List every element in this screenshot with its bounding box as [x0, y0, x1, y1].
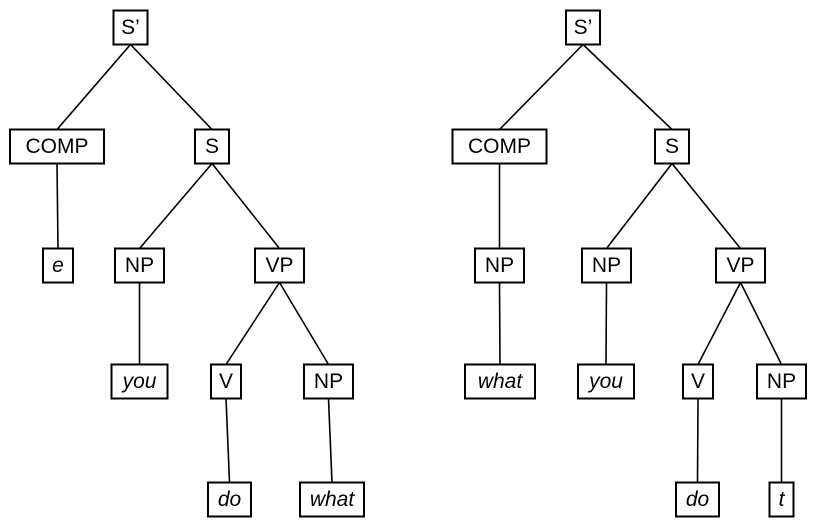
tree-edge [498, 282, 501, 365]
node-box [9, 128, 105, 165]
node-box [210, 363, 242, 400]
tree-edge [278, 282, 330, 365]
node-box [254, 247, 305, 284]
node-box [654, 128, 690, 165]
tree-node-l-v: V [210, 363, 242, 400]
tree-node-l-s: S [194, 128, 230, 165]
node-box [474, 247, 525, 284]
node-box [715, 247, 766, 284]
tree-node-r-s: S [654, 128, 690, 165]
tree-node-r-sbar: S’ [565, 9, 601, 46]
tree-node-l-sbar: S’ [112, 9, 149, 46]
tree-node-r-do: do [675, 481, 720, 518]
tree-edge [138, 162, 213, 250]
node-box [682, 363, 714, 400]
node-box [112, 9, 149, 46]
tree-node-r-comp: COMP [451, 128, 548, 165]
tree-node-r-vp: VP [715, 247, 766, 284]
tree-node-l-e: e [42, 247, 74, 284]
tree-edge [327, 398, 333, 483]
tree-node-r-v: V [682, 363, 714, 400]
tree-node-l-np2: NP [303, 363, 354, 400]
tree-node-l-comp: COMP [9, 128, 105, 165]
tree-node-r-np1: NP [581, 247, 632, 284]
node-box [581, 247, 632, 284]
tree-edge [671, 162, 742, 250]
node-box [675, 481, 720, 518]
node-box [451, 128, 548, 165]
node-box [110, 363, 169, 400]
tree-nodes-right-tree: S’ COMP S NP NP VP what you V NP do t [451, 9, 807, 518]
tree-edge [605, 163, 673, 249]
node-box [565, 9, 601, 46]
node-box [464, 363, 536, 400]
node-box [194, 128, 230, 165]
tree-edges-right-tree [498, 43, 783, 483]
edges-layer [56, 43, 783, 483]
tree-edges-left-tree [56, 43, 333, 483]
tree-node-r-np0: NP [474, 247, 525, 284]
tree-node-r-t: t [768, 481, 795, 518]
node-box [299, 481, 365, 518]
tree-node-r-np2: NP [756, 363, 807, 400]
tree-edge [697, 282, 742, 365]
tree-node-l-you: you [110, 363, 169, 400]
tree-edge [225, 398, 231, 483]
tree-edge [56, 163, 59, 249]
tree-node-l-vp: VP [254, 247, 305, 284]
tree-node-l-np1: NP [114, 247, 165, 284]
node-box [303, 363, 354, 400]
node-box [768, 481, 795, 518]
tree-edge [225, 282, 281, 365]
tree-node-l-what: what [299, 481, 365, 518]
tree-edge [129, 43, 213, 131]
node-box [42, 247, 74, 284]
tree-edge [696, 398, 699, 483]
tree-node-r-what: what [464, 363, 536, 400]
node-box [207, 481, 252, 518]
tree-node-r-you: you [577, 363, 635, 400]
node-box [756, 363, 807, 400]
tree-node-l-do: do [207, 481, 252, 518]
node-box [577, 363, 635, 400]
tree-edge [582, 43, 673, 131]
tree-edge [605, 282, 608, 365]
tree-edge [211, 163, 281, 249]
tree-edge [498, 43, 584, 131]
tree-edge [739, 282, 783, 365]
node-box [114, 247, 165, 284]
tree-edge [56, 43, 132, 131]
